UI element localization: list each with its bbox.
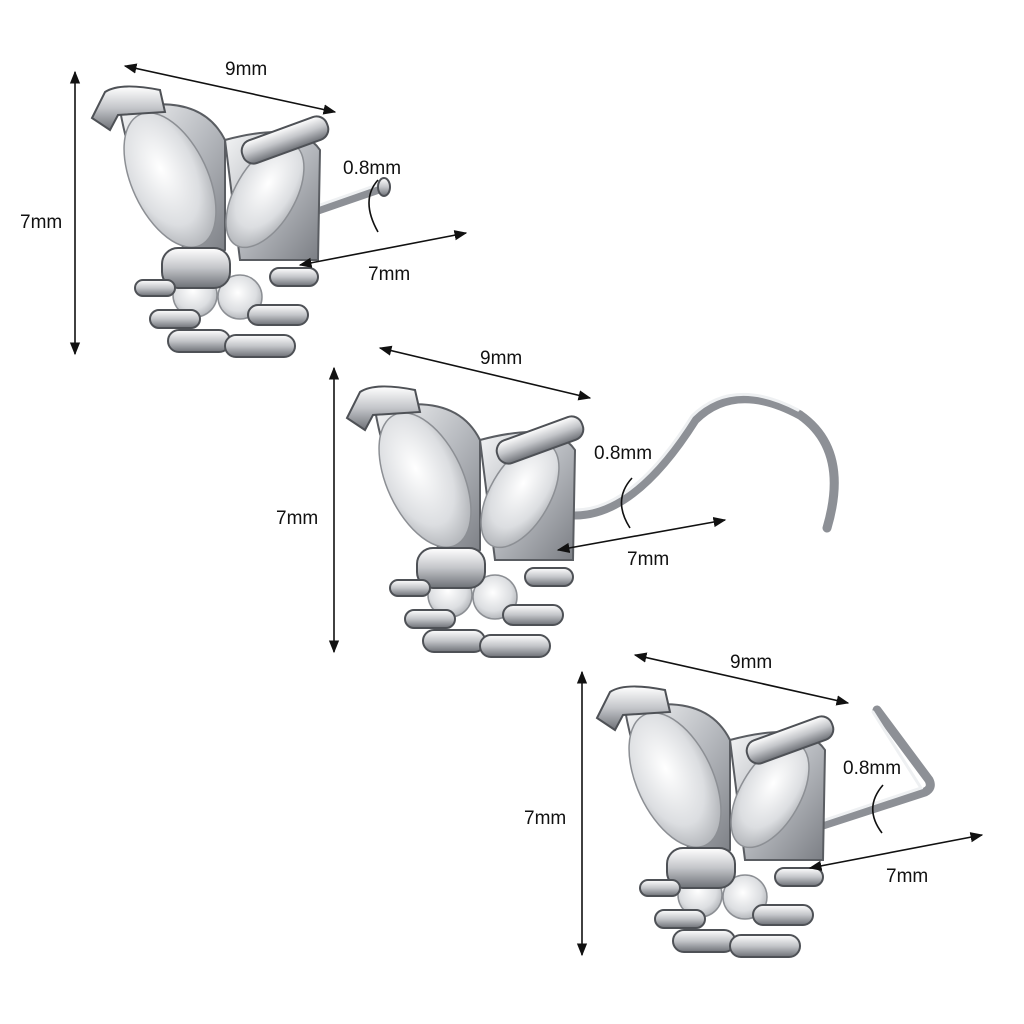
height-label: 7mm bbox=[276, 508, 318, 529]
butterfly-stud-image bbox=[346, 385, 588, 658]
pin-length-label: 7mm bbox=[886, 866, 928, 887]
l-shape-pin bbox=[818, 705, 935, 830]
butterfly-stud-image bbox=[596, 685, 838, 958]
pin-length-label: 7mm bbox=[368, 264, 410, 285]
item-straight-pin: 9mm 7mm 0.8mm 7mm bbox=[20, 59, 468, 358]
height-label: 7mm bbox=[20, 212, 62, 233]
gauge-arc-icon bbox=[620, 477, 633, 529]
gauge-label: 0.8mm bbox=[843, 758, 901, 779]
width-dimension-arrow bbox=[633, 652, 850, 706]
height-label: 7mm bbox=[524, 808, 566, 829]
butterfly-stud-image bbox=[91, 85, 333, 358]
gauge-label: 0.8mm bbox=[594, 443, 652, 464]
width-label: 9mm bbox=[480, 348, 522, 369]
gauge-arc-icon bbox=[368, 179, 379, 233]
width-label: 9mm bbox=[225, 59, 267, 80]
width-dimension-arrow bbox=[123, 63, 337, 115]
pin-length-dimension-arrow bbox=[298, 230, 468, 268]
item-l-shape-pin: 9mm 7mm 0.8mm 7mm bbox=[524, 652, 984, 958]
screw-pin bbox=[570, 394, 839, 533]
width-label: 9mm bbox=[730, 652, 772, 673]
gauge-label: 0.8mm bbox=[343, 158, 401, 179]
pin-length-dimension-arrow bbox=[808, 832, 984, 871]
straight-pin bbox=[313, 183, 387, 215]
pin-length-dimension-arrow bbox=[556, 516, 727, 554]
pin-length-label: 7mm bbox=[627, 549, 669, 570]
gauge-arc-icon bbox=[871, 784, 884, 834]
item-screw-pin: 9mm 7mm 0.8mm 7mm bbox=[276, 345, 839, 658]
width-dimension-arrow bbox=[378, 345, 592, 401]
